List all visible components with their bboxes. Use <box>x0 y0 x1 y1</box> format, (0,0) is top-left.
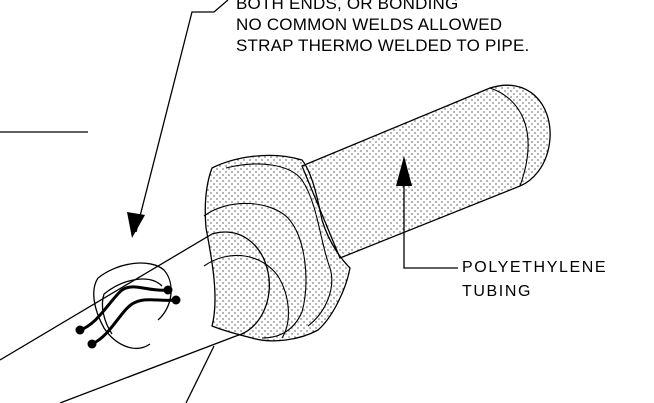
tubing-leader <box>396 156 458 269</box>
tubing-gather <box>203 154 351 342</box>
strap-band <box>93 262 172 349</box>
note-line-2: NO COMMON WELDS ALLOWED <box>236 15 503 34</box>
tubing-label-line-2: TUBING <box>462 283 533 300</box>
tubing-label-line-1: POLYETHYLENE <box>462 259 608 276</box>
weld-points <box>75 285 181 349</box>
note-leader <box>127 0 229 238</box>
note-line-3: STRAP THERMO WELDED TO PIPE. <box>236 36 530 55</box>
pipe <box>0 231 270 403</box>
polyethylene-tubing <box>301 84 551 259</box>
strap-wires <box>79 285 177 346</box>
note-line-1: BOTH ENDS, OR BONDING <box>236 0 459 13</box>
